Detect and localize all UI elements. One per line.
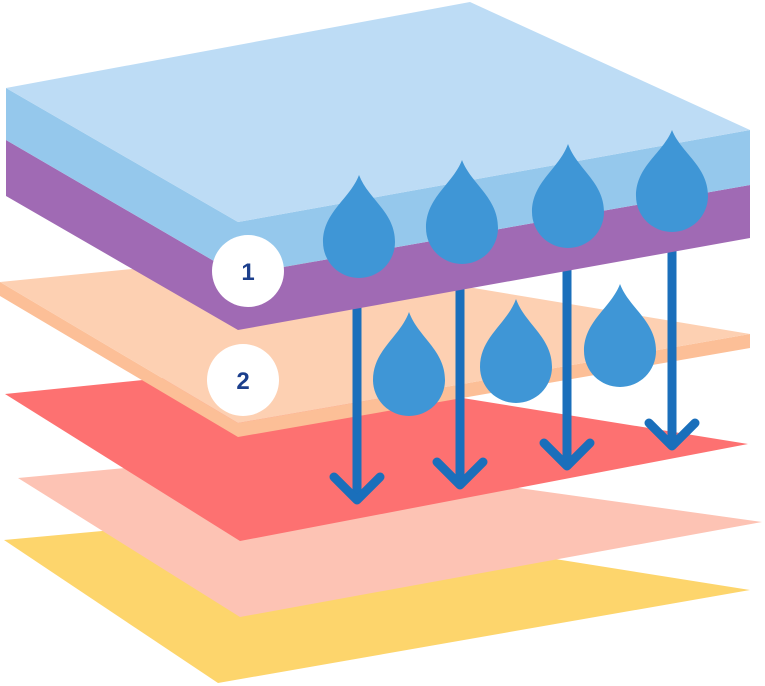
top-pad-top-face (6, 2, 750, 222)
red-layer (5, 367, 748, 541)
badge-1-label: 1 (241, 259, 254, 286)
arrow-2 (432, 282, 488, 490)
badge-1: 1 (212, 235, 284, 307)
water-drop-icon (584, 284, 656, 387)
arrow-1 (329, 300, 385, 505)
top-pad-front-face (6, 88, 750, 275)
badge-2: 2 (207, 344, 279, 416)
water-drop-icon (323, 175, 395, 278)
drops (323, 130, 708, 416)
arrow-3 (539, 262, 595, 471)
top-pad (6, 2, 750, 330)
water-drop-icon (480, 299, 552, 403)
water-drop-icon (373, 312, 445, 416)
badge-2-label: 2 (236, 368, 249, 395)
water-drop-icon (636, 130, 708, 232)
arrow-4 (644, 244, 700, 451)
water-drop-icon (532, 144, 604, 248)
water-drop-icon (426, 160, 498, 264)
arrows (329, 244, 700, 505)
peach-layer-edge (0, 282, 750, 437)
top-pad-purple-band (6, 140, 750, 330)
